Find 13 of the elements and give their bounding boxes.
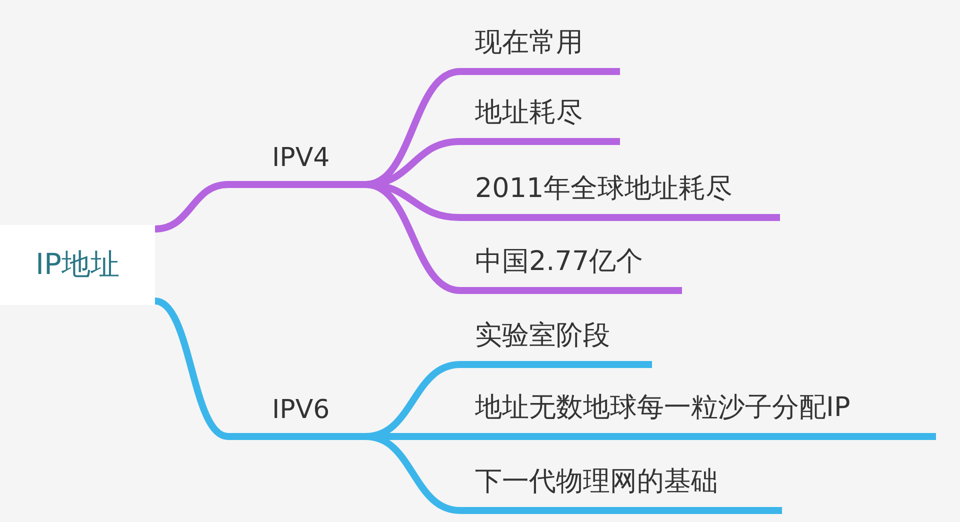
topic-label: IPV4 — [272, 143, 330, 173]
central-topic-box — [0, 225, 155, 305]
topic-label: 实验室阶段 — [475, 319, 610, 353]
topic-label: 地址耗尽 — [475, 96, 583, 130]
topic-label: 中国2.77亿个 — [475, 245, 644, 279]
topic-label: 下一代物理网的基础 — [475, 465, 718, 499]
topic-label: 地址无数地球每一粒沙子分配IP — [475, 391, 850, 425]
topic-label: IP地址 — [35, 246, 120, 283]
topic-label: 2011年全球地址耗尽 — [475, 172, 733, 206]
topic-label: IPV6 — [272, 395, 330, 425]
branch-connector — [154, 298, 230, 440]
topic-label: 现在常用 — [475, 26, 583, 60]
branch-connector — [154, 181, 228, 232]
